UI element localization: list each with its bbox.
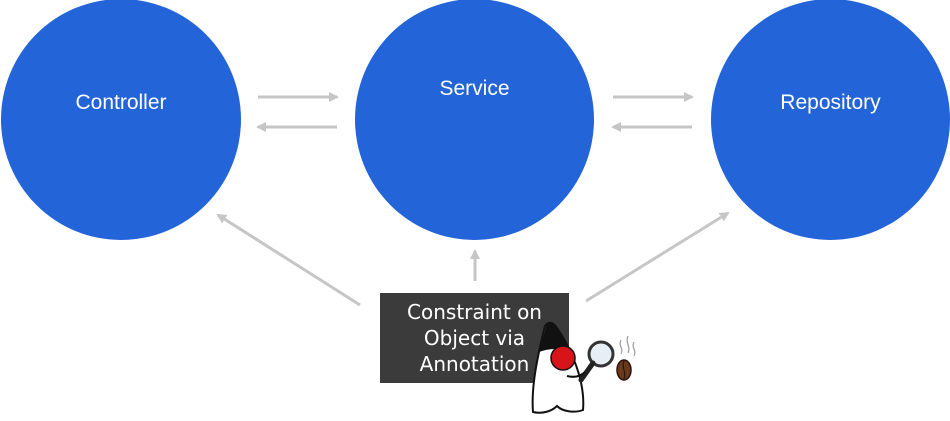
constraint-line-3: Annotation	[419, 352, 530, 376]
repository-node: Repository	[711, 0, 950, 240]
service-label: Service	[439, 77, 510, 100]
controller-label: Controller	[75, 91, 167, 114]
controller-node: Controller	[1, 0, 241, 240]
constraint-line-2: Object via	[423, 326, 526, 350]
service-node: Service	[355, 0, 594, 240]
java-duke-magnifier-icon	[531, 321, 636, 414]
arrow-constraint-to-repository	[585, 211, 730, 303]
repository-label: Repository	[780, 91, 881, 114]
arrow-constraint-to-controller	[216, 213, 361, 307]
constraint-line-1: Constraint on	[407, 300, 542, 324]
